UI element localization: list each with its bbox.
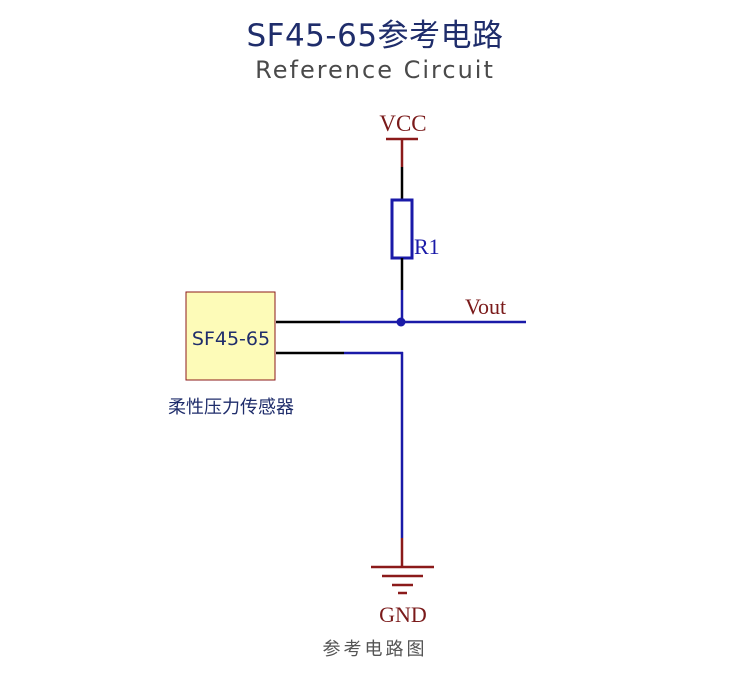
gnd-label: GND — [379, 602, 427, 627]
resistor-r1 — [390, 198, 414, 260]
vcc-label: VCC — [379, 111, 426, 136]
resistor-r1-label: R1 — [414, 234, 440, 259]
page-subtitle: Reference Circuit — [255, 56, 495, 84]
sensor-label: SF45-65 — [192, 328, 270, 350]
vout-label: Vout — [465, 294, 506, 319]
figure-caption: 参考电路图 — [322, 639, 428, 660]
sensor-sf45-65 — [185, 291, 276, 381]
sensor-caption: 柔性压力传感器 — [168, 397, 294, 418]
page-title: SF45-65参考电路 — [246, 18, 504, 54]
